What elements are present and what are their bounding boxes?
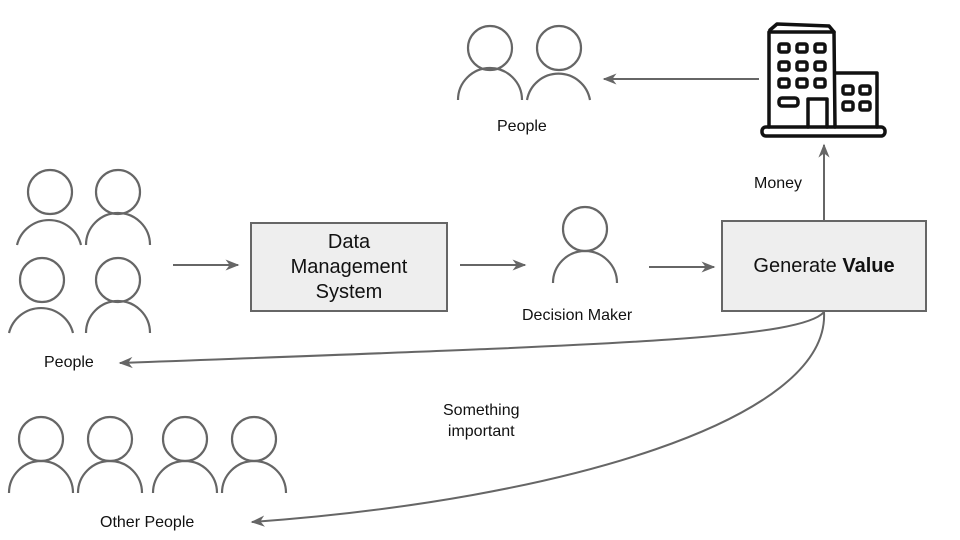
something-important-line2: important — [447, 423, 515, 440]
decision-maker-icon — [551, 205, 619, 284]
edge-generate-value-to-other-people — [250, 311, 826, 527]
dms-label-line3: System — [315, 280, 383, 303]
person-icon — [151, 415, 219, 494]
generate-value-box: Generate Value — [721, 220, 927, 312]
person-icon — [76, 415, 144, 494]
people-left-label: People — [44, 354, 94, 371]
other-people-group — [7, 415, 288, 494]
data-management-system-box: Data Management System — [250, 222, 448, 312]
person-icon — [7, 256, 75, 334]
generate-value-label: Generate Value — [753, 255, 894, 278]
other-people-label: Other People — [100, 514, 195, 531]
building-icon — [760, 22, 887, 138]
people-top-label: People — [497, 118, 547, 135]
generate-value-bold-text: Value — [842, 254, 895, 277]
generate-value-regular-text: Generate — [753, 254, 843, 277]
dms-label-line2: Management — [290, 255, 408, 278]
dms-label-line1: Data — [327, 230, 371, 253]
something-important-line1: Something — [443, 402, 520, 419]
person-icon — [525, 24, 592, 101]
people-left-group — [7, 168, 152, 334]
money-edge-label: Money — [754, 175, 803, 192]
people-top-group — [456, 24, 592, 101]
decision-maker-label: Decision Maker — [522, 307, 633, 324]
person-icon — [7, 415, 75, 494]
person-icon — [220, 415, 288, 494]
edge-generate-value-to-people-left — [118, 311, 825, 369]
person-icon — [15, 168, 83, 246]
person-icon — [456, 24, 524, 101]
person-icon — [84, 256, 152, 334]
person-icon — [551, 205, 619, 284]
person-icon — [84, 168, 152, 246]
something-important-edge-label: Something important — [443, 400, 520, 442]
